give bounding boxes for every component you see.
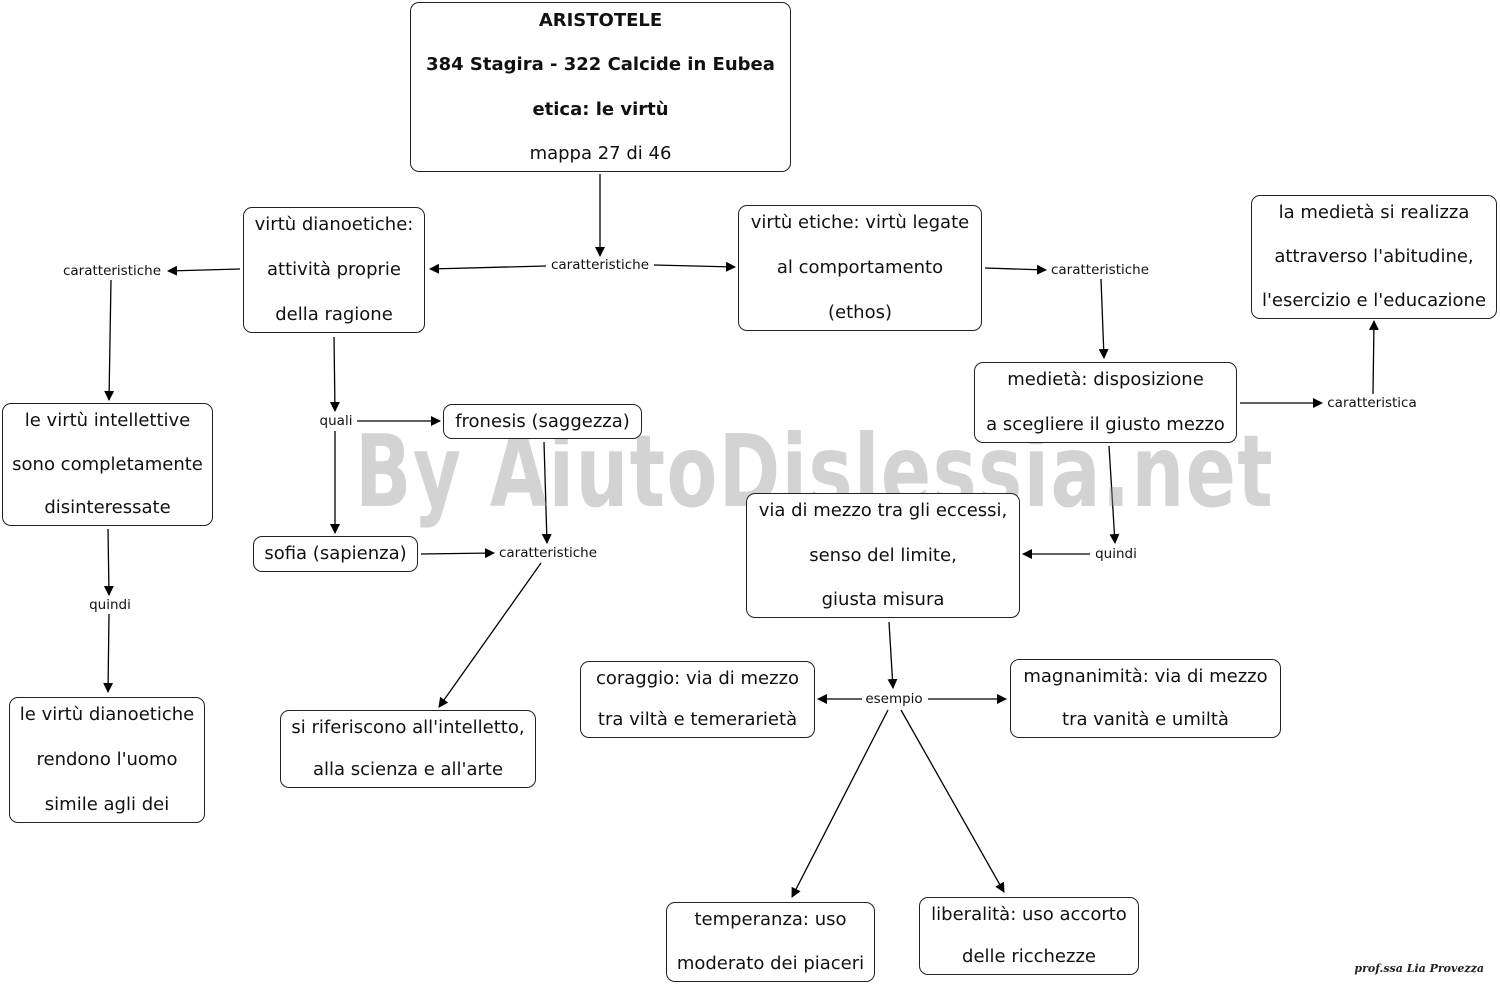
edge-quindi-to-rendono xyxy=(103,613,114,693)
node-text: delle ricchezze xyxy=(962,946,1096,967)
node-rendono-simili-dei[interactable]: le virtù dianoetiche rendono l'uomo simi… xyxy=(9,697,205,823)
edge-label-to-abitudine xyxy=(1368,320,1379,395)
node-text: sono completamente xyxy=(12,453,203,475)
edge-label-to-intelletto xyxy=(438,562,542,708)
node-text: fronesis (saggezza) xyxy=(455,410,630,432)
author-signature: prof.ssa Lia Provezza xyxy=(1354,962,1484,975)
node-fronesis[interactable]: fronesis (saggezza) xyxy=(443,404,642,439)
node-sofia[interactable]: sofia (sapienza) xyxy=(253,536,418,572)
node-text: della ragione xyxy=(275,304,393,325)
link-label-caratteristiche-left: caratteristiche xyxy=(60,263,164,279)
edge-label-to-intellettive xyxy=(104,279,115,401)
node-virtu-intellettive[interactable]: le virtù intellettive sono completamente… xyxy=(2,403,213,526)
node-text: disinteressate xyxy=(44,497,171,518)
node-text: medietà: disposizione xyxy=(1007,369,1204,390)
node-text: temperanza: uso xyxy=(694,909,847,930)
node-text: a scegliere il giusto mezzo xyxy=(986,414,1225,435)
node-text: simile agli dei xyxy=(44,794,170,815)
link-label-esempio: esempio xyxy=(863,691,925,707)
edge-esempio-to-temperanza xyxy=(791,709,889,898)
link-label-quindi-right: quindi xyxy=(1093,546,1139,562)
node-text: coraggio: via di mezzo xyxy=(595,668,800,689)
node-text: le virtù intellettive xyxy=(24,410,191,431)
link-label-quindi-left: quindi xyxy=(87,597,133,613)
link-label-caratteristiche-mid: caratteristiche xyxy=(496,545,600,561)
node-text: moderato dei piaceri xyxy=(676,953,865,974)
edge-fronesis-to-label xyxy=(541,441,552,544)
title-topic: etica: le virtù xyxy=(532,98,669,120)
node-text: sofia (sapienza) xyxy=(264,543,407,564)
node-text: (ethos) xyxy=(828,302,892,323)
edge-label-to-dianoetiche xyxy=(429,263,547,274)
link-label-caratteristica: caratteristica xyxy=(1325,395,1419,411)
link-label-quali: quali xyxy=(317,413,355,429)
node-text: attività proprie xyxy=(267,259,401,280)
node-text: virtù dianoetiche: xyxy=(254,214,414,235)
node-text: senso del limite, xyxy=(809,544,957,566)
node-text: tra viltà e temerarietà xyxy=(597,709,798,730)
link-label-caratteristiche-right: caratteristiche xyxy=(1048,262,1152,278)
node-text: attraverso l'abitudine, xyxy=(1274,246,1474,267)
node-liberalita[interactable]: liberalità: uso accorto delle ricchezze xyxy=(919,897,1139,975)
edge-etiche-to-label xyxy=(984,264,1047,275)
edge-label-to-etiche xyxy=(653,261,736,272)
edge-medieta-to-quindi xyxy=(1108,445,1120,544)
node-text: magnanimità: via di mezzo xyxy=(1023,666,1268,687)
node-text: rendono l'uomo xyxy=(36,749,178,770)
node-magnanimita[interactable]: magnanimità: via di mezzo tra vanità e u… xyxy=(1010,659,1281,738)
edge-dianoetiche-to-quali xyxy=(329,336,340,412)
node-via-di-mezzo[interactable]: via di mezzo tra gli eccessi, senso del … xyxy=(746,493,1020,618)
node-text: alla scienza e all'arte xyxy=(312,759,504,780)
edge-esempio-to-liberalita xyxy=(900,709,1005,893)
edge-sofia-to-label xyxy=(420,548,495,559)
node-text: la medietà si realizza xyxy=(1278,202,1470,223)
edge-via-mezzo-to-esempio xyxy=(887,621,898,689)
node-text: via di mezzo tra gli eccessi, xyxy=(758,500,1008,521)
node-intelletto-scienza-arte[interactable]: si riferiscono all'intelletto, alla scie… xyxy=(280,710,536,788)
edge-intellettive-to-quindi xyxy=(103,528,114,596)
node-virtu-etiche[interactable]: virtù etiche: virtù legate al comportame… xyxy=(738,205,982,331)
node-virtu-dianoetiche[interactable]: virtù dianoetiche: attività proprie dell… xyxy=(243,207,425,333)
node-text: liberalità: uso accorto xyxy=(931,904,1127,925)
node-coraggio[interactable]: coraggio: via di mezzo tra viltà e temer… xyxy=(580,661,815,738)
title-map-number: mappa 27 di 46 xyxy=(529,142,672,164)
edge-label-to-medieta xyxy=(1098,278,1109,359)
edge-dianoetiche-to-label xyxy=(167,265,241,276)
title-name: ARISTOTELE xyxy=(538,10,663,31)
node-text: tra vanità e umiltà xyxy=(1062,709,1229,730)
title-node[interactable]: ARISTOTELE 384 Stagira - 322 Calcide in … xyxy=(410,2,791,172)
link-label-caratteristiche-top: caratteristiche xyxy=(548,257,652,273)
node-text: giusta misura xyxy=(821,589,945,610)
node-temperanza[interactable]: temperanza: uso moderato dei piaceri xyxy=(666,902,875,982)
node-medieta[interactable]: medietà: disposizione a scegliere il giu… xyxy=(974,362,1237,443)
node-text: virtù etiche: virtù legate xyxy=(750,212,970,233)
node-text: si riferiscono all'intelletto, xyxy=(291,717,525,738)
title-dates: 384 Stagira - 322 Calcide in Eubea xyxy=(426,54,775,76)
node-text: le virtù dianoetiche xyxy=(19,704,195,725)
node-text: l'esercizio e l'educazione xyxy=(1261,290,1487,311)
node-abitudine[interactable]: la medietà si realizza attraverso l'abit… xyxy=(1251,195,1497,319)
node-text: al comportamento xyxy=(776,257,944,278)
